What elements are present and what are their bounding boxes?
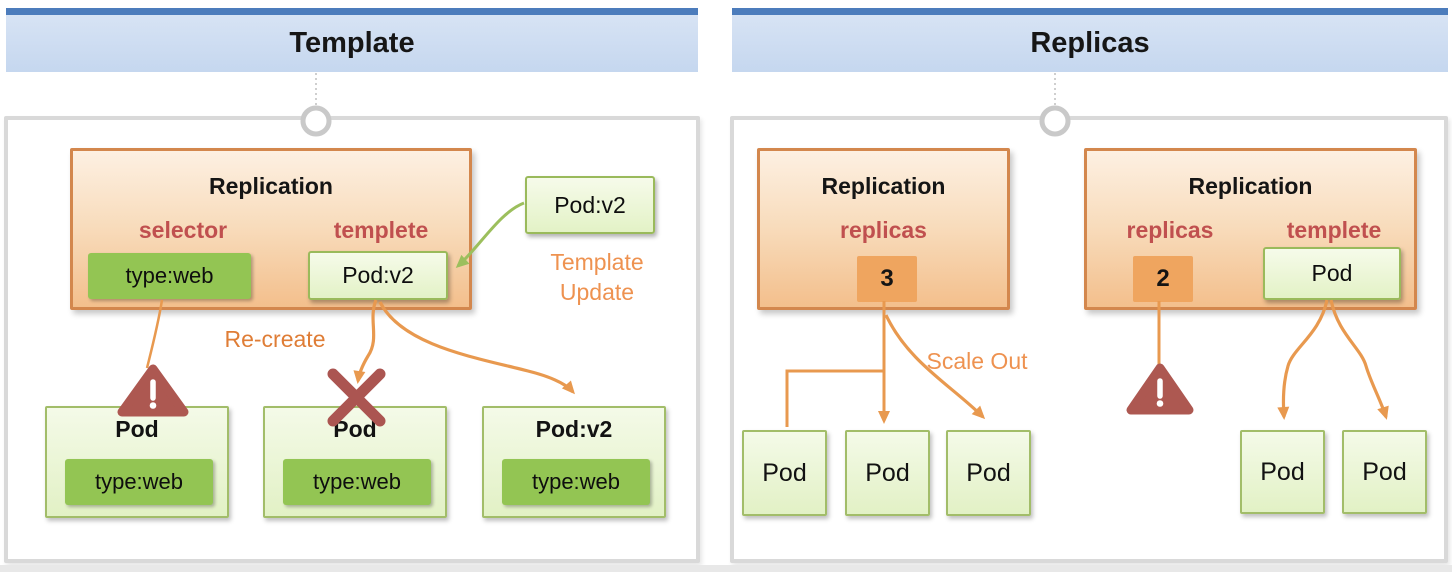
scale-pod-2: Pod [845,430,930,516]
pod-selector-pill: type:web [65,459,213,505]
replicas-label: replicas [1126,217,1214,243]
replication-title: Replication [821,173,946,199]
template-value-box: Pod [1263,247,1401,300]
replicas-panel-title: Replicas [1030,27,1150,59]
replicas-replication-box-right: Replication replicas templete 2 Pod [1084,148,1417,310]
scale-pod-3: Pod [946,430,1031,516]
template-pod-card-1: Pod type:web [45,406,229,518]
replicas-count-box: 3 [857,256,917,302]
template-panel-header: Template [6,8,698,72]
replicas-label: replicas [840,217,927,243]
template-label: templete [333,217,429,243]
pod-title: Pod [333,416,377,442]
pod-title: Pod:v2 [535,416,613,442]
replication-title: Replication [209,173,333,199]
template-update-caption: Template Update [517,247,677,307]
replication-title: Replication [1188,173,1313,199]
template-update-caption-line2: Update [559,279,635,305]
replicas-replication-box-left: Replication replicas 3 [757,148,1010,310]
template-pod-card-2: Pod type:web [263,406,447,518]
replicas-panel-header: Replicas [732,8,1448,72]
page-bottom-strip [0,565,1452,572]
pod-selector-pill: type:web [283,459,431,505]
scale-pod-1: Pod [742,430,827,516]
selector-value-pill: type:web [88,253,251,299]
template-label: templete [1286,217,1382,243]
template-pod-2: Pod [1342,430,1427,514]
template-replication-box: Replication selector templete type:web P… [70,148,472,310]
template-pod-1: Pod [1240,430,1325,514]
template-update-caption-line1: Template [550,249,644,275]
pod-selector-pill: type:web [502,459,650,505]
scale-out-caption: Scale Out [926,348,1028,374]
template-pod-card-3: Pod:v2 type:web [482,406,666,518]
pod-v2-update-box: Pod:v2 [525,176,655,234]
pod-title: Pod [115,416,159,442]
template-panel-title: Template [289,27,415,59]
selector-label: selector [138,217,228,243]
recreate-caption: Re-create [224,326,326,352]
template-value-box: Pod:v2 [308,251,448,300]
replicas-count-box: 2 [1133,256,1193,302]
